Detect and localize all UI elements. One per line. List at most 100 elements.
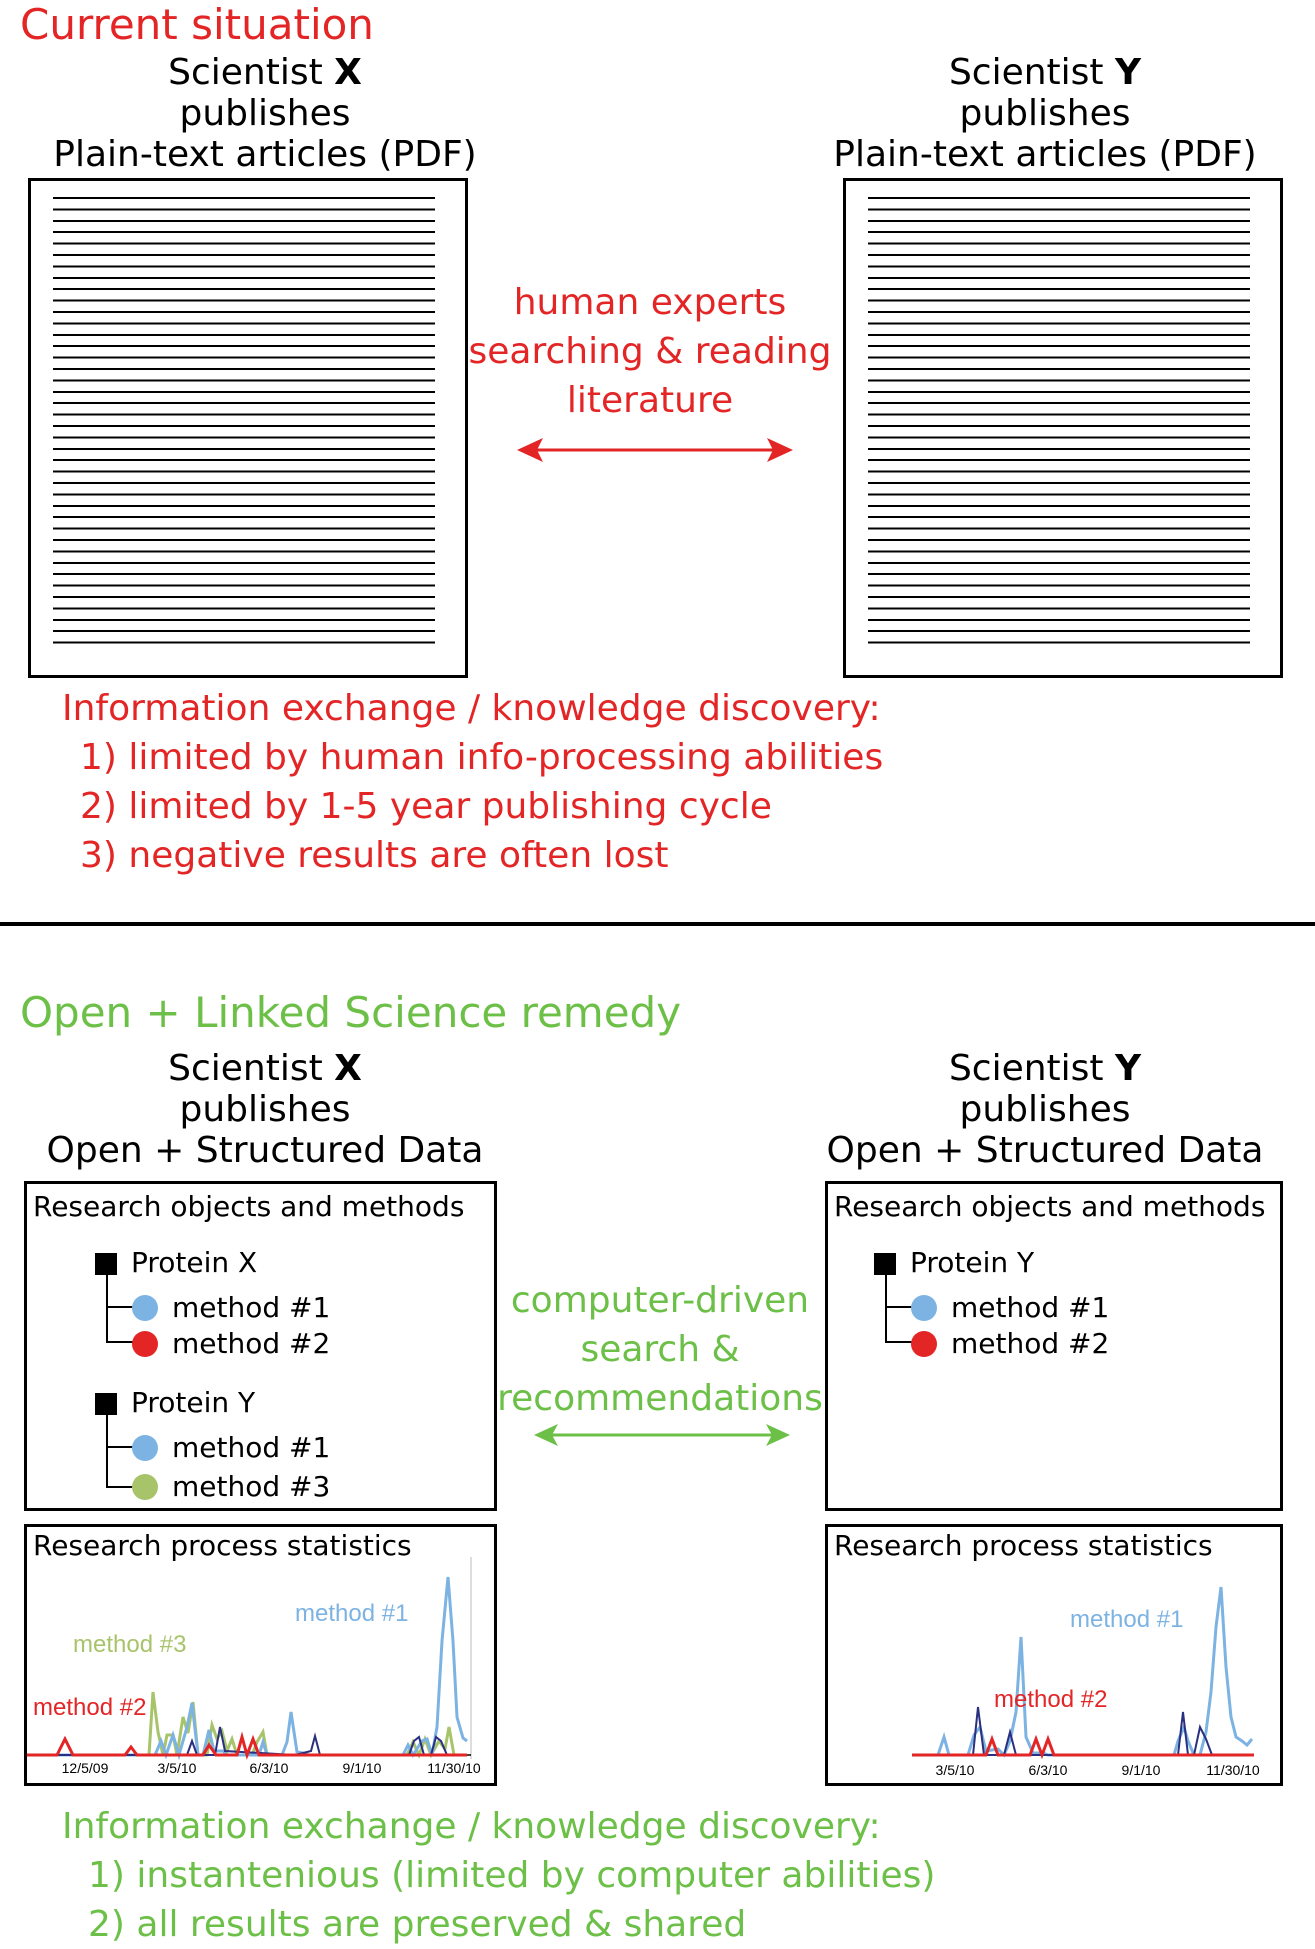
- exchange-label-line: recommendations: [497, 1378, 823, 1419]
- exchange-label-line: searching & reading: [468, 331, 832, 372]
- text-lines: [53, 197, 435, 651]
- info-heading: Information exchange / knowledge discove…: [62, 688, 881, 729]
- pdf-document-x: [28, 178, 468, 678]
- x-tick-label: 6/3/10: [1029, 1762, 1068, 1778]
- tree-connector: [106, 1341, 136, 1343]
- tree-connector: [106, 1306, 136, 1308]
- scientist-label: Scientist: [168, 1048, 335, 1089]
- box-title: Research objects and methods: [33, 1190, 465, 1223]
- publishes-label: publishes: [959, 1089, 1131, 1130]
- research-objects-box-y: Research objects and methods Protein Y m…: [825, 1181, 1283, 1511]
- method3-series-line: [137, 1691, 467, 1759]
- tree-connector: [885, 1306, 915, 1308]
- x-tick-label: 6/3/10: [250, 1760, 289, 1776]
- x-tick-label: 3/5/10: [936, 1762, 975, 1778]
- computer-exchange-label: computer-driven search & recommendations: [490, 1276, 830, 1423]
- blue-dot-icon: [132, 1294, 158, 1321]
- section-divider: [0, 922, 1315, 926]
- protein-square-icon: [95, 1393, 117, 1415]
- method-item: method #2: [132, 1327, 330, 1360]
- tree-connector: [106, 1486, 136, 1488]
- method1-series-label: method #1: [295, 1600, 408, 1627]
- scientist-y-heading: Scientist Y publishes Plain-text article…: [810, 52, 1280, 175]
- stats-chart-x: method #1 method #3 method #2 12/5/09 3/…: [27, 1557, 481, 1776]
- scientist-letter: X: [334, 52, 362, 93]
- scientist-label: Scientist: [168, 52, 335, 93]
- method-item: method #3: [132, 1470, 330, 1503]
- scientist-letter: Y: [1114, 1048, 1142, 1089]
- exchange-label-line: search &: [580, 1329, 740, 1370]
- method3-series-label: method #3: [73, 1631, 186, 1658]
- double-arrow-green: [534, 1424, 790, 1446]
- method-label: method #1: [951, 1291, 1110, 1324]
- protein-name: Protein X: [131, 1246, 258, 1279]
- info-heading: Information exchange / knowledge discove…: [62, 1806, 881, 1847]
- section-title-current: Current situation: [20, 0, 374, 49]
- stats-chart-y: method #1 method #2 3/5/10 6/3/10 9/1/10…: [912, 1586, 1260, 1778]
- tree-connector: [885, 1341, 915, 1343]
- remedy-info-list: Information exchange / knowledge discove…: [62, 1802, 935, 1949]
- publication-type: Open + Structured Data: [46, 1130, 484, 1171]
- process-stats-box-x: Research process statistics method #1 me…: [24, 1524, 497, 1786]
- publishes-label: publishes: [959, 93, 1131, 134]
- scientist-letter: X: [334, 1048, 362, 1089]
- protein-square-icon: [874, 1253, 896, 1275]
- protein-item: Protein X: [95, 1246, 257, 1279]
- method-label: method #1: [172, 1291, 331, 1324]
- box-title: Research objects and methods: [834, 1190, 1266, 1223]
- exchange-label-line: computer-driven: [510, 1280, 810, 1321]
- method-item: method #1: [911, 1291, 1109, 1324]
- box-title: Research process statistics: [834, 1529, 1213, 1562]
- tree-connector: [106, 1410, 108, 1487]
- scientist-letter: Y: [1114, 52, 1142, 93]
- method-item: method #1: [132, 1291, 330, 1324]
- scientist-label: Scientist: [948, 52, 1115, 93]
- publishes-label: publishes: [179, 1089, 351, 1130]
- x-tick-label: 11/30/10: [427, 1760, 481, 1776]
- protein-name: Protein Y: [131, 1386, 256, 1419]
- method-label: method #3: [172, 1470, 331, 1503]
- method-label: method #2: [172, 1327, 331, 1360]
- pdf-document-y: [843, 178, 1283, 678]
- method2-series-label: method #2: [994, 1686, 1107, 1713]
- tree-connector: [106, 1446, 136, 1448]
- method-label: method #2: [951, 1327, 1110, 1360]
- scientist-label: Scientist: [948, 1048, 1115, 1089]
- publishes-label: publishes: [179, 93, 351, 134]
- blue-dot-icon: [911, 1294, 937, 1321]
- section-title-remedy: Open + Linked Science remedy: [20, 988, 682, 1037]
- human-exchange-label: human experts searching & reading litera…: [460, 278, 840, 425]
- x-tick-label: 3/5/10: [158, 1760, 197, 1776]
- info-item: 2) all results are preserved & shared: [88, 1904, 747, 1945]
- red-dot-icon: [132, 1330, 158, 1357]
- method-item: method #2: [911, 1327, 1109, 1360]
- x-tick-label: 12/5/09: [62, 1760, 109, 1776]
- protein-name: Protein Y: [910, 1246, 1035, 1279]
- olive-dot-icon: [132, 1473, 158, 1500]
- current-info-list: Information exchange / knowledge discove…: [62, 684, 883, 880]
- text-lines: [868, 197, 1250, 651]
- protein-item: Protein Y: [95, 1386, 255, 1419]
- protein-square-icon: [95, 1253, 117, 1275]
- method2-series-line: [912, 1734, 1254, 1760]
- method-item: method #1: [132, 1431, 330, 1464]
- x-tick-label: 11/30/10: [1206, 1762, 1260, 1778]
- publication-type: Open + Structured Data: [826, 1130, 1264, 1171]
- research-objects-box-x: Research objects and methods Protein X m…: [24, 1181, 497, 1511]
- info-item: 2) limited by 1-5 year publishing cycle: [80, 786, 772, 827]
- publication-type: Plain-text articles (PDF): [833, 134, 1257, 175]
- method-label: method #1: [172, 1431, 331, 1464]
- info-item: 1) instantenious (limited by computer ab…: [88, 1855, 936, 1896]
- process-stats-box-y: Research process statistics method #1 me…: [825, 1524, 1283, 1786]
- red-dot-icon: [911, 1330, 937, 1357]
- scientist-x-heading: Scientist X publishes Plain-text article…: [30, 52, 500, 175]
- exchange-label-line: human experts: [513, 282, 787, 323]
- x-tick-label: 9/1/10: [343, 1760, 382, 1776]
- blue-dot-icon: [132, 1434, 158, 1461]
- method2-series-line: [27, 1731, 467, 1760]
- exchange-label-line: literature: [566, 380, 734, 421]
- x-tick-label: 9/1/10: [1122, 1762, 1161, 1778]
- method1-series-line: [27, 1576, 468, 1761]
- box-title: Research process statistics: [33, 1529, 412, 1562]
- scientist-y-heading: Scientist Y publishes Open + Structured …: [810, 1048, 1280, 1171]
